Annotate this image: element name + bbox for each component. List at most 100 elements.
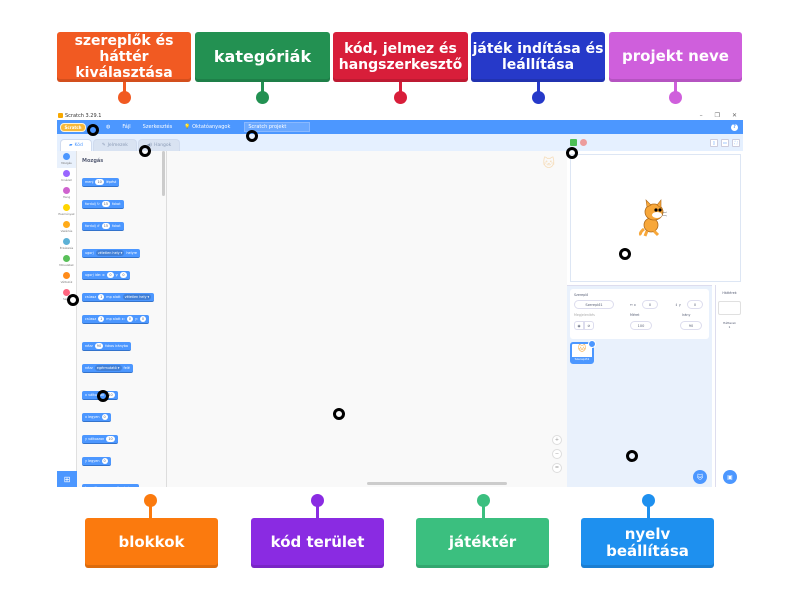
zoom-reset-button[interactable]: =	[552, 463, 562, 473]
fullscreen-icon[interactable]: ⛶	[732, 138, 740, 147]
block-text: mp alatt	[106, 295, 121, 299]
tab-costumes[interactable]: ✎Jelmezek	[92, 139, 137, 151]
block-text: csússz	[85, 295, 97, 299]
menu-file[interactable]: Fájl	[122, 124, 131, 130]
block-input[interactable]: 0	[139, 316, 147, 322]
category-8[interactable]: Saját	[57, 287, 76, 304]
category-4[interactable]: Vezérlés	[57, 219, 76, 236]
block-dropdown[interactable]: egérmutató ▾	[94, 365, 122, 371]
block-text: fordulj ↺	[85, 224, 100, 228]
show-hidden-button[interactable]: ⊘	[584, 321, 594, 330]
scratch-logo[interactable]: Scratch	[60, 122, 86, 132]
label-stage: játéktér	[416, 518, 549, 568]
code-area[interactable]: 🐱 + − =	[167, 151, 567, 487]
language-globe-icon[interactable]: ◍	[106, 124, 111, 130]
small-stage-icon[interactable]: ▯	[710, 138, 718, 147]
block-dropdown[interactable]: véletlen hely ▾	[122, 294, 152, 300]
category-label: Hang	[62, 195, 71, 199]
tab-code[interactable]: ▰Kód	[60, 139, 92, 151]
green-flag-icon[interactable]	[570, 139, 577, 146]
zoom-in-button[interactable]: +	[552, 435, 562, 445]
category-7[interactable]: Változók	[57, 270, 76, 287]
y-input[interactable]: 0	[687, 300, 703, 309]
sprite-name-input[interactable]: Szereplő1	[574, 300, 614, 309]
stage[interactable]	[570, 154, 741, 282]
minimize-button[interactable]: –	[699, 112, 703, 119]
category-1[interactable]: Kinézet	[57, 168, 76, 185]
palette-scrollbar[interactable]	[162, 151, 165, 196]
zoom-out-button[interactable]: −	[552, 449, 562, 459]
tab-costumes-label: Jelmezek	[107, 143, 128, 148]
category-dot-icon	[63, 221, 70, 228]
block-input[interactable]: 1	[98, 316, 105, 322]
block-input[interactable]: 0	[107, 272, 114, 278]
block-text: x legyen	[85, 415, 100, 419]
pin-stem	[316, 505, 319, 519]
motion-block[interactable]: ha szélen vagy, pattanj vissza	[82, 484, 140, 487]
menu-edit[interactable]: Szerkesztés	[142, 124, 173, 130]
tab-code-label: Kód	[74, 143, 83, 148]
pin-dot	[256, 91, 269, 104]
add-sprite-button[interactable]: 🐱	[693, 470, 707, 484]
size-label: Méret	[630, 313, 640, 317]
block-input[interactable]: 10	[106, 436, 115, 442]
direction-input[interactable]: 90	[680, 321, 702, 330]
menu-tutorials[interactable]: 💡 Oktatóanyagok	[184, 124, 230, 130]
help-icon[interactable]: ?	[731, 123, 738, 131]
show-visible-button[interactable]: ◉	[574, 321, 584, 330]
stage-size-modes: ▯ ▭ ⛶	[710, 138, 743, 147]
block-input[interactable]: 0	[126, 316, 133, 322]
category-label: Műveletek	[59, 263, 74, 267]
category-3[interactable]: Események	[57, 202, 76, 219]
window-title: Scratch 3.29.1	[65, 112, 102, 119]
block-input[interactable]: 0	[120, 272, 127, 278]
block-input[interactable]: 1	[98, 294, 105, 300]
category-dot-icon	[63, 255, 70, 262]
add-backdrop-button[interactable]: ▣	[723, 470, 737, 484]
block-input[interactable]: 15	[101, 201, 111, 207]
current-sprite-watermark: 🐱	[542, 156, 555, 170]
cat-sprite[interactable]	[637, 199, 667, 237]
stop-icon[interactable]	[580, 139, 587, 146]
maximize-button[interactable]: ❐	[714, 112, 720, 119]
category-2[interactable]: Hang	[57, 185, 76, 202]
block-input[interactable]: 90	[94, 343, 104, 349]
add-extension-button[interactable]: ⊞	[57, 471, 77, 487]
block-text: fokot	[112, 202, 121, 206]
pin-stem	[674, 82, 677, 92]
size-input[interactable]: 100	[630, 321, 652, 330]
block-input[interactable]: 15	[101, 223, 111, 229]
sprite-thumbnail[interactable]: 🐱 Szereplő1	[570, 340, 596, 364]
large-stage-icon[interactable]: ▭	[721, 138, 729, 147]
category-0[interactable]: Mozgás	[57, 151, 76, 168]
block-input[interactable]: 10	[106, 392, 115, 398]
block-text: nézz	[85, 344, 93, 348]
block-input[interactable]: 10	[95, 179, 104, 185]
close-button[interactable]: ✕	[731, 112, 737, 119]
category-6[interactable]: Műveletek	[57, 253, 76, 270]
category-label: Mozgás	[61, 161, 72, 165]
category-5[interactable]: Érzékelés	[57, 236, 76, 253]
code-horizontal-scrollbar[interactable]	[367, 482, 507, 485]
x-input[interactable]: 0	[642, 300, 658, 309]
backdrop-thumbnail[interactable]	[718, 301, 741, 315]
block-input[interactable]: 0	[101, 458, 108, 464]
delete-sprite-icon[interactable]	[588, 340, 596, 348]
pin-stem	[537, 82, 540, 92]
project-title-input[interactable]: Scratch projekt	[244, 122, 311, 132]
block-input[interactable]: 0	[101, 414, 108, 420]
category-label: Vezérlés	[60, 229, 73, 233]
block-dropdown[interactable]: véletlen hely ▾	[95, 250, 125, 256]
